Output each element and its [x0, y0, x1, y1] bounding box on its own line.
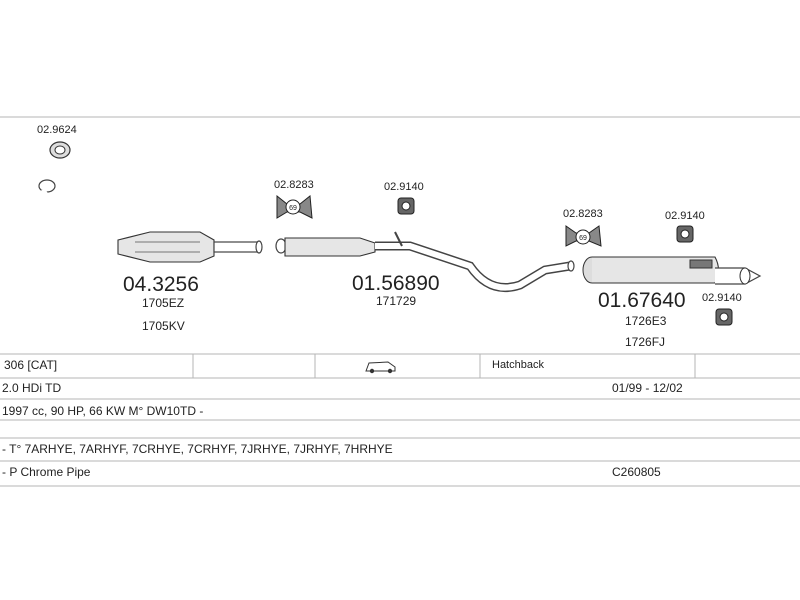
clip-2-number: 02.9140	[665, 210, 705, 222]
engine-cell: 2.0 HDi TD	[2, 381, 62, 395]
rear-silencer-ref-2: 1726FJ	[625, 335, 665, 349]
types-cell: - T° 7ARHYE, 7ARHYF, 7CRHYE, 7CRHYF, 7JR…	[2, 442, 393, 456]
pipe-clamp-icon	[676, 225, 694, 243]
pipe-clamp-icon	[715, 308, 733, 326]
catalyst-ref-2: 1705KV	[142, 319, 185, 333]
model-cell: 306 [CAT]	[4, 358, 58, 372]
clip-3-number: 02.9140	[702, 292, 742, 304]
rear-silencer-ref-1: 1726E3	[625, 314, 667, 328]
pipe-cell: - P Chrome Pipe	[2, 465, 91, 479]
rear-silencer-number: 01.67640	[598, 289, 686, 312]
car-icon	[365, 361, 396, 374]
specs-cell: 1997 cc, 90 HP, 66 KW M° DW10TD -	[2, 404, 204, 418]
catalyst-number: 04.3256	[123, 273, 199, 296]
gasket-ring-icon	[49, 141, 71, 159]
hanger-1-badge: 69	[289, 205, 297, 212]
hanger-2-badge: 69	[579, 235, 587, 242]
body-type-cell: Hatchback	[492, 359, 544, 371]
clip-1-number: 02.9140	[384, 181, 424, 193]
rear-silencer-icon	[582, 256, 762, 285]
code-cell: C260805	[612, 465, 661, 479]
catalyst-ref-1: 1705EZ	[142, 296, 184, 310]
hanger-1-number: 02.8283	[274, 179, 314, 191]
pipe-clamp-icon	[397, 197, 415, 215]
hanger-2-number: 02.8283	[563, 208, 603, 220]
rubber-hanger-icon: 69	[565, 225, 602, 247]
gasket-number: 02.9624	[37, 124, 77, 136]
catalyst-pipe-icon	[38, 179, 263, 263]
middle-silencer-ref-1: 171729	[376, 294, 416, 308]
middle-silencer-icon	[275, 231, 575, 293]
middle-silencer-number: 01.56890	[352, 272, 440, 295]
date-range-cell: 01/99 - 12/02	[612, 381, 683, 395]
rubber-hanger-icon: 69	[276, 194, 313, 219]
